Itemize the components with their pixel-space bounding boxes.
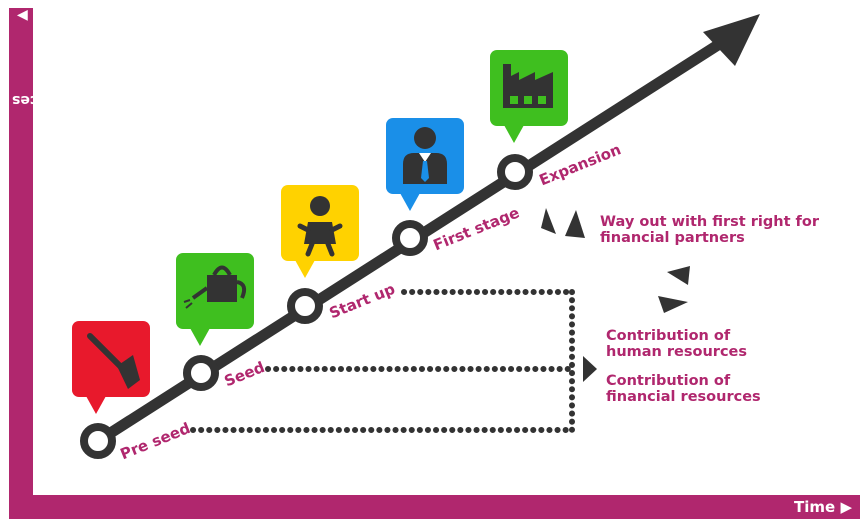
stage-marker-expansion [490, 50, 568, 190]
stage-marker-seed [176, 253, 254, 391]
x-axis-label: Time ▶ [794, 498, 852, 516]
watering-can-icon [183, 265, 247, 309]
growth-arrowhead [703, 14, 760, 66]
x-axis-bar [9, 495, 860, 519]
businessman-icon [403, 127, 447, 184]
shovel-icon [87, 333, 140, 389]
note-human-line2: human resources [606, 344, 748, 360]
x-axis-label-text: Time [794, 498, 836, 516]
bracket-triangle-bottom [658, 296, 688, 313]
way-out-triangle-left [541, 208, 556, 234]
factory-icon [503, 64, 553, 108]
note-way-out: Way out with first right for financial p… [600, 214, 819, 246]
bracket-triangle-top [667, 266, 690, 285]
contribution-arrow-icon [583, 356, 597, 382]
note-human-line1: Contribution of [606, 328, 731, 344]
stage-marker-preseed [72, 321, 150, 459]
stage-marker-startup [281, 185, 359, 324]
note-financial-line2: financial resources [606, 389, 761, 405]
stage-marker-firststage [386, 118, 464, 256]
baby-icon [297, 196, 343, 257]
y-axis-bar [9, 8, 33, 513]
note-financial-line1: Contribution of [606, 373, 731, 389]
note-way-out-line2: financial partners [600, 230, 745, 246]
way-out-triangle-right [565, 210, 585, 238]
note-human-resources: Contribution of human resources [606, 328, 747, 360]
note-financial-resources: Contribution of financial resources [606, 373, 761, 405]
note-way-out-line1: Way out with first right for [600, 214, 819, 230]
